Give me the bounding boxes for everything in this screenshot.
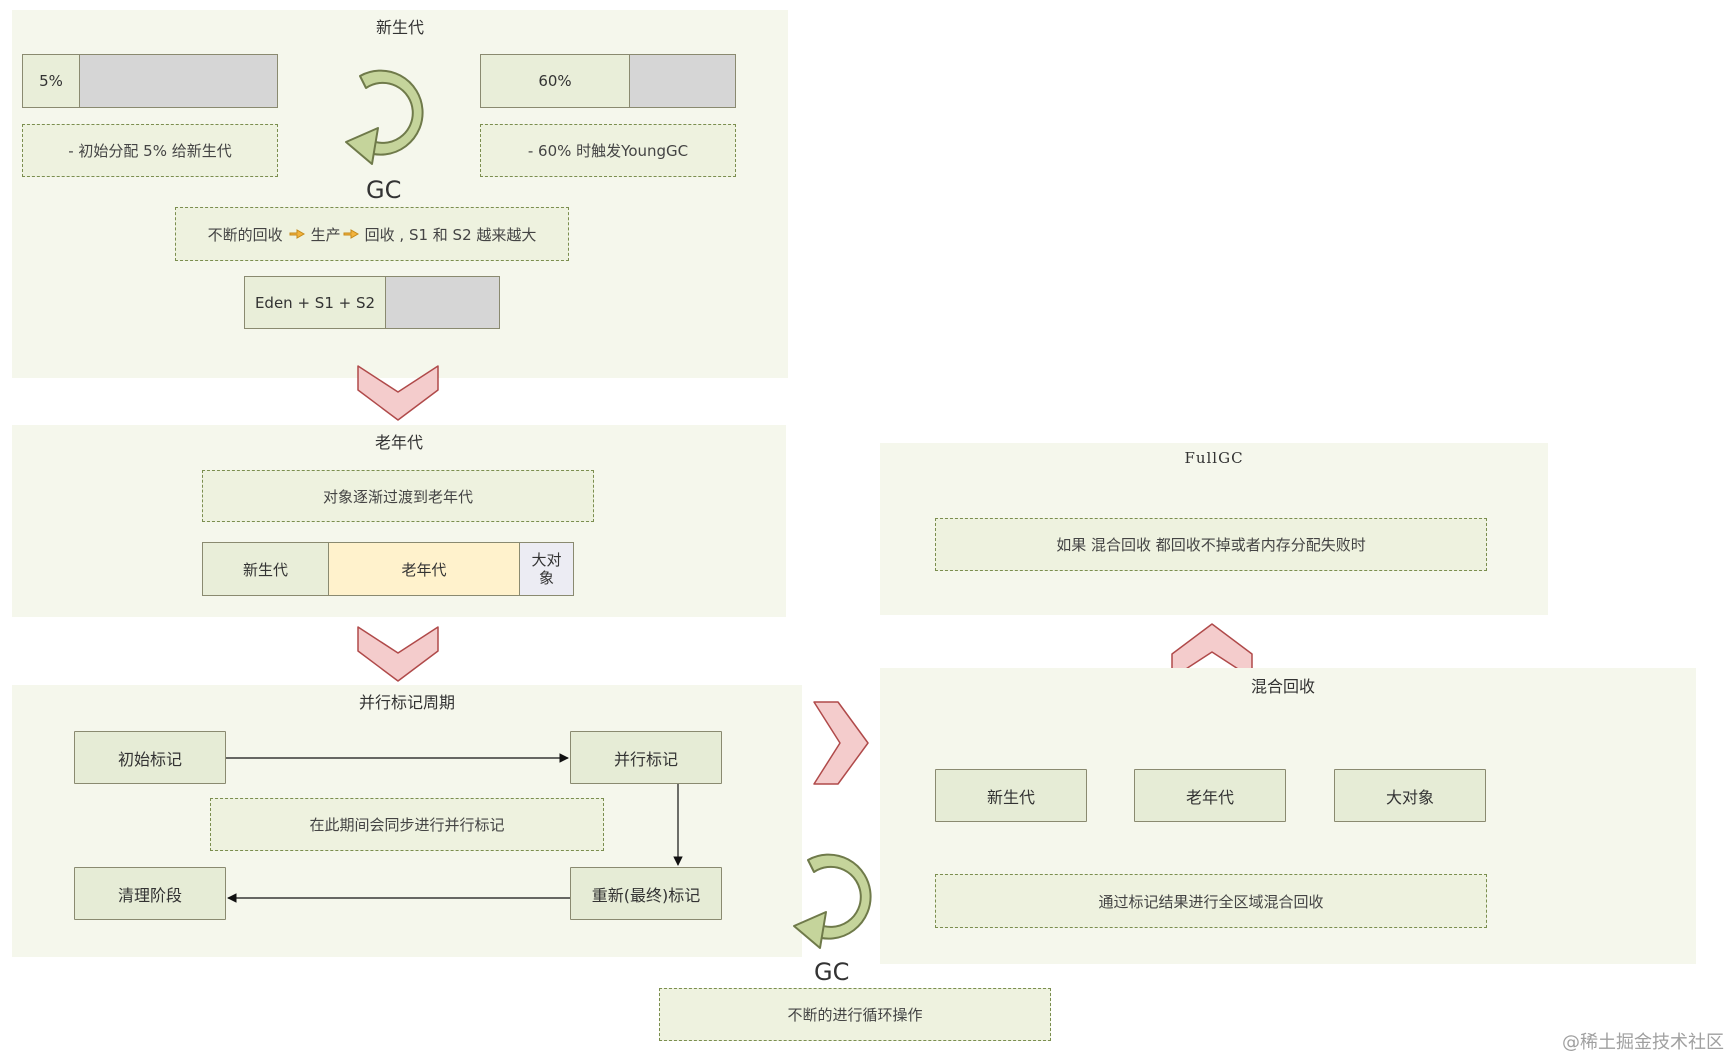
- chevron-down-icon: [357, 365, 439, 421]
- young-gen-bar-left: 5%: [22, 54, 278, 108]
- fullgc-note: 如果 混合回收 都回收不掉或者内存分配失败时: [935, 518, 1487, 571]
- young-gen-bar-right-label: 60%: [538, 72, 572, 90]
- pointing-hand-icon: [289, 229, 305, 239]
- young-gen-cycle-note: 不断的回收 生产 回收 , S1 和 S2 越来越大: [175, 207, 569, 261]
- loop-note: 不断的进行循环操作: [659, 988, 1051, 1041]
- chevron-down-icon: [357, 626, 439, 682]
- old-gen-title: 老年代: [374, 433, 423, 452]
- young-gen-bar-left-free: [79, 55, 277, 107]
- young-gen-bar-right: 60%: [480, 54, 736, 108]
- mixed-young-box: 新生代: [935, 769, 1087, 822]
- refresh-cycle-icon: [793, 853, 872, 949]
- chevron-right-icon: [813, 701, 869, 785]
- cycle-note-part2: 生产: [310, 225, 341, 244]
- remark-box: 重新(最终)标记: [570, 867, 722, 920]
- marking-title: 并行标记周期: [358, 693, 455, 712]
- mixed-large-box: 大对象: [1334, 769, 1486, 822]
- heap-seg-old: 老年代: [328, 543, 519, 595]
- fullgc-title: FullGC: [1184, 449, 1244, 467]
- heap-bar: 新生代 老年代 大对象: [202, 542, 574, 596]
- initial-mark-box: 初始标记: [74, 731, 226, 784]
- young-gen-title: 新生代: [375, 18, 424, 37]
- concurrent-mark-box: 并行标记: [570, 731, 722, 784]
- mixed-title: 混合回收: [1251, 677, 1316, 696]
- old-gen-note: 对象逐渐过渡到老年代: [202, 470, 594, 522]
- young-gen-bar-right-free: [629, 55, 735, 107]
- cycle-note-part3: 回收 , S1 和 S2 越来越大: [364, 225, 537, 244]
- watermark: @稀土掘金技术社区: [1562, 1032, 1724, 1053]
- eden-bar-free: [385, 277, 499, 328]
- young-gen-note-left: - 初始分配 5% 给新生代: [22, 124, 278, 177]
- cleanup-box: 清理阶段: [74, 867, 226, 920]
- eden-bar: Eden + S1 + S2: [244, 276, 500, 329]
- loop-gc-label: GC: [814, 958, 850, 986]
- mixed-note: 通过标记结果进行全区域混合回收: [935, 874, 1487, 928]
- eden-bar-label: Eden + S1 + S2: [254, 293, 376, 312]
- refresh-cycle-icon: [345, 69, 424, 165]
- chevron-up-icon: [1171, 623, 1253, 679]
- heap-seg-young: 新生代: [242, 560, 288, 579]
- pointing-hand-icon: [343, 229, 359, 239]
- mixed-old-box: 老年代: [1134, 769, 1286, 822]
- cycle-note-part1: 不断的回收: [207, 225, 283, 244]
- young-gen-bar-left-label: 5%: [39, 72, 63, 90]
- heap-seg-large: 大对象: [519, 543, 573, 595]
- young-gen-gc-label: GC: [366, 176, 402, 204]
- young-gen-note-right: - 60% 时触发YoungGC: [480, 124, 736, 177]
- marking-note: 在此期间会同步进行并行标记: [210, 798, 604, 851]
